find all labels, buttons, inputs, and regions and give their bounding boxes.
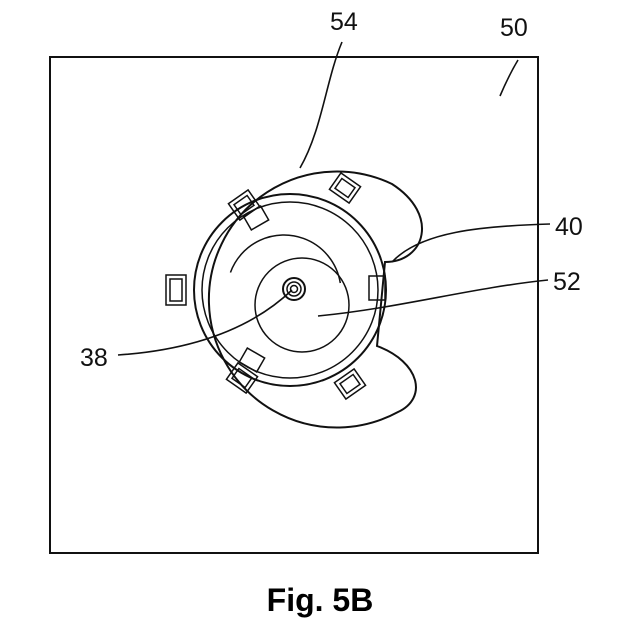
clamp-tab (166, 275, 186, 305)
leader-38 (118, 290, 292, 355)
leader-52 (318, 280, 548, 316)
leader-50 (500, 60, 518, 96)
shaft-middle (287, 282, 301, 296)
clamp-tab (329, 173, 360, 203)
figure-caption: Fig. 5B (0, 582, 640, 619)
ref-label-52: 52 (553, 268, 581, 296)
hub-disc (255, 258, 349, 352)
leader-54 (300, 42, 342, 168)
clamp-tab (239, 348, 264, 372)
leader-40 (392, 224, 550, 262)
ref-label-54: 54 (330, 8, 358, 36)
base-plate-outline (50, 57, 538, 553)
ref-label-38: 38 (80, 344, 108, 372)
ref-label-50: 50 (500, 14, 528, 42)
ref-label-40: 40 (555, 213, 583, 241)
